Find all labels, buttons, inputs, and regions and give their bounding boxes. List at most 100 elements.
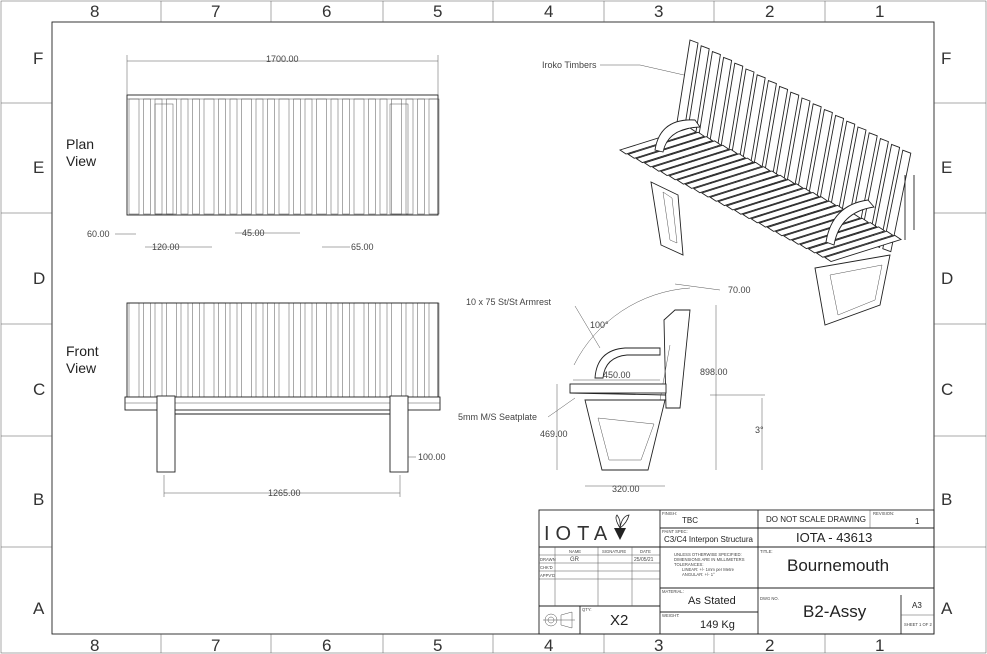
weight-value: 149 Kg	[700, 619, 735, 631]
zone-col-1: 1	[875, 2, 884, 21]
slat	[218, 302, 226, 398]
revision-label: REVISION:	[873, 511, 894, 516]
slat	[417, 302, 425, 398]
slat	[353, 98, 365, 215]
isometric-view: Iroko Timbers	[542, 39, 915, 326]
slat	[203, 98, 215, 215]
zone-col-7: 7	[211, 636, 220, 654]
slat	[353, 302, 365, 398]
dwg-no-label: DWG NO.	[760, 596, 779, 601]
slat	[316, 302, 327, 398]
slat	[342, 98, 350, 215]
logo-plant-icon	[614, 528, 626, 540]
slat	[154, 98, 163, 215]
slat	[304, 302, 313, 398]
dim-plan-65: 65.00	[351, 242, 374, 252]
dim-side-tilt: 3°	[755, 425, 764, 435]
slat	[379, 98, 388, 215]
zone-row-D: D	[941, 269, 953, 288]
drawing-id: IOTA - 43613	[796, 530, 872, 545]
slat	[428, 98, 440, 215]
dim-side-450: 450.00	[603, 370, 631, 380]
slat	[293, 98, 301, 215]
note-2: DIMENSIONS ARE IN MILLIMETERS	[674, 557, 745, 562]
slat	[255, 98, 264, 215]
dim-plan-120: 120.00	[152, 242, 180, 252]
slat	[379, 302, 388, 398]
front-view: Front View 1265.00 100.00	[66, 302, 446, 498]
dim-side-898: 898.00	[700, 367, 728, 377]
do-not-scale: DO NOT SCALE DRAWING	[766, 515, 866, 524]
zone-row-A: A	[941, 599, 953, 618]
front-view-slats	[128, 302, 440, 398]
paint-value: C3/C4 Interpon Structura	[664, 535, 753, 544]
qty-value: X2	[610, 612, 628, 629]
slat	[316, 98, 327, 215]
slat	[368, 98, 376, 215]
drawn-date: 25/05/21	[634, 557, 654, 563]
zone-col-2: 2	[765, 2, 774, 21]
plan-view-label-1: Plan	[66, 136, 94, 152]
slat	[405, 302, 414, 398]
zone-row-E: E	[941, 158, 952, 177]
company-logo-text: IOTA	[544, 523, 613, 545]
iso-seat-slat	[676, 157, 755, 185]
iso-seat-slat	[684, 161, 763, 189]
dim-side-469: 469.00	[540, 429, 568, 439]
zone-col-6: 6	[322, 2, 331, 21]
title-block: IOTA FINISH: TBC PAINT SPEC: C3/C4 Inter…	[538, 509, 935, 635]
dim-side-angle: 100°	[590, 320, 609, 330]
zone-col-3: 3	[654, 2, 663, 21]
iso-seat-slat	[758, 200, 837, 228]
slat	[229, 98, 238, 215]
sheet-number: SHEET 1 OF 2	[904, 622, 933, 627]
finish-value: TBC	[682, 516, 698, 525]
slat	[330, 98, 339, 215]
iso-seat-slat	[668, 153, 747, 181]
zone-col-4: 4	[544, 636, 553, 654]
material-label: MATERIAL:	[662, 589, 684, 594]
zone-row-B: B	[941, 490, 952, 509]
zone-col-8: 8	[90, 2, 99, 21]
sheet-size: A3	[912, 601, 922, 610]
iso-seat-slat	[717, 179, 796, 207]
iso-seat-slat	[725, 183, 804, 211]
revision-value: 1	[915, 517, 920, 526]
iso-seat-slat	[659, 149, 739, 176]
drawing-title: Bournemouth	[787, 556, 889, 575]
dim-plan-60: 60.00	[87, 229, 110, 239]
zone-row-F: F	[33, 49, 43, 68]
zone-col-5: 5	[433, 636, 442, 654]
plan-view: Plan View 1700.00 60.00 120.00 45.00 65.…	[66, 54, 440, 252]
col-date: DATE	[640, 549, 651, 554]
iso-seat-slat	[692, 166, 771, 194]
iso-seat-slat	[635, 136, 714, 164]
slat	[180, 98, 189, 215]
iso-seat-slat	[750, 196, 829, 224]
drawn-label: DRAWN	[540, 557, 556, 562]
note-3: TOLERANCES:	[674, 562, 703, 567]
dim-side-320: 320.00	[612, 484, 640, 494]
slat	[166, 98, 177, 215]
dwg-no-value: B2-Assy	[803, 602, 867, 621]
slat	[278, 98, 290, 215]
zone-col-6: 6	[322, 636, 331, 654]
iso-seat-slat	[799, 222, 878, 250]
slat	[128, 98, 140, 215]
slat	[267, 98, 275, 215]
finish-label: FINISH:	[662, 511, 677, 516]
zone-row-B: B	[33, 490, 44, 509]
chkd-label: CHK'D	[540, 565, 553, 570]
slat	[128, 302, 140, 398]
slat	[229, 302, 238, 398]
iso-seat-slat	[643, 140, 722, 168]
slat	[241, 302, 252, 398]
zone-col-1: 1	[875, 636, 884, 654]
dim-plan-45: 45.00	[242, 228, 265, 238]
